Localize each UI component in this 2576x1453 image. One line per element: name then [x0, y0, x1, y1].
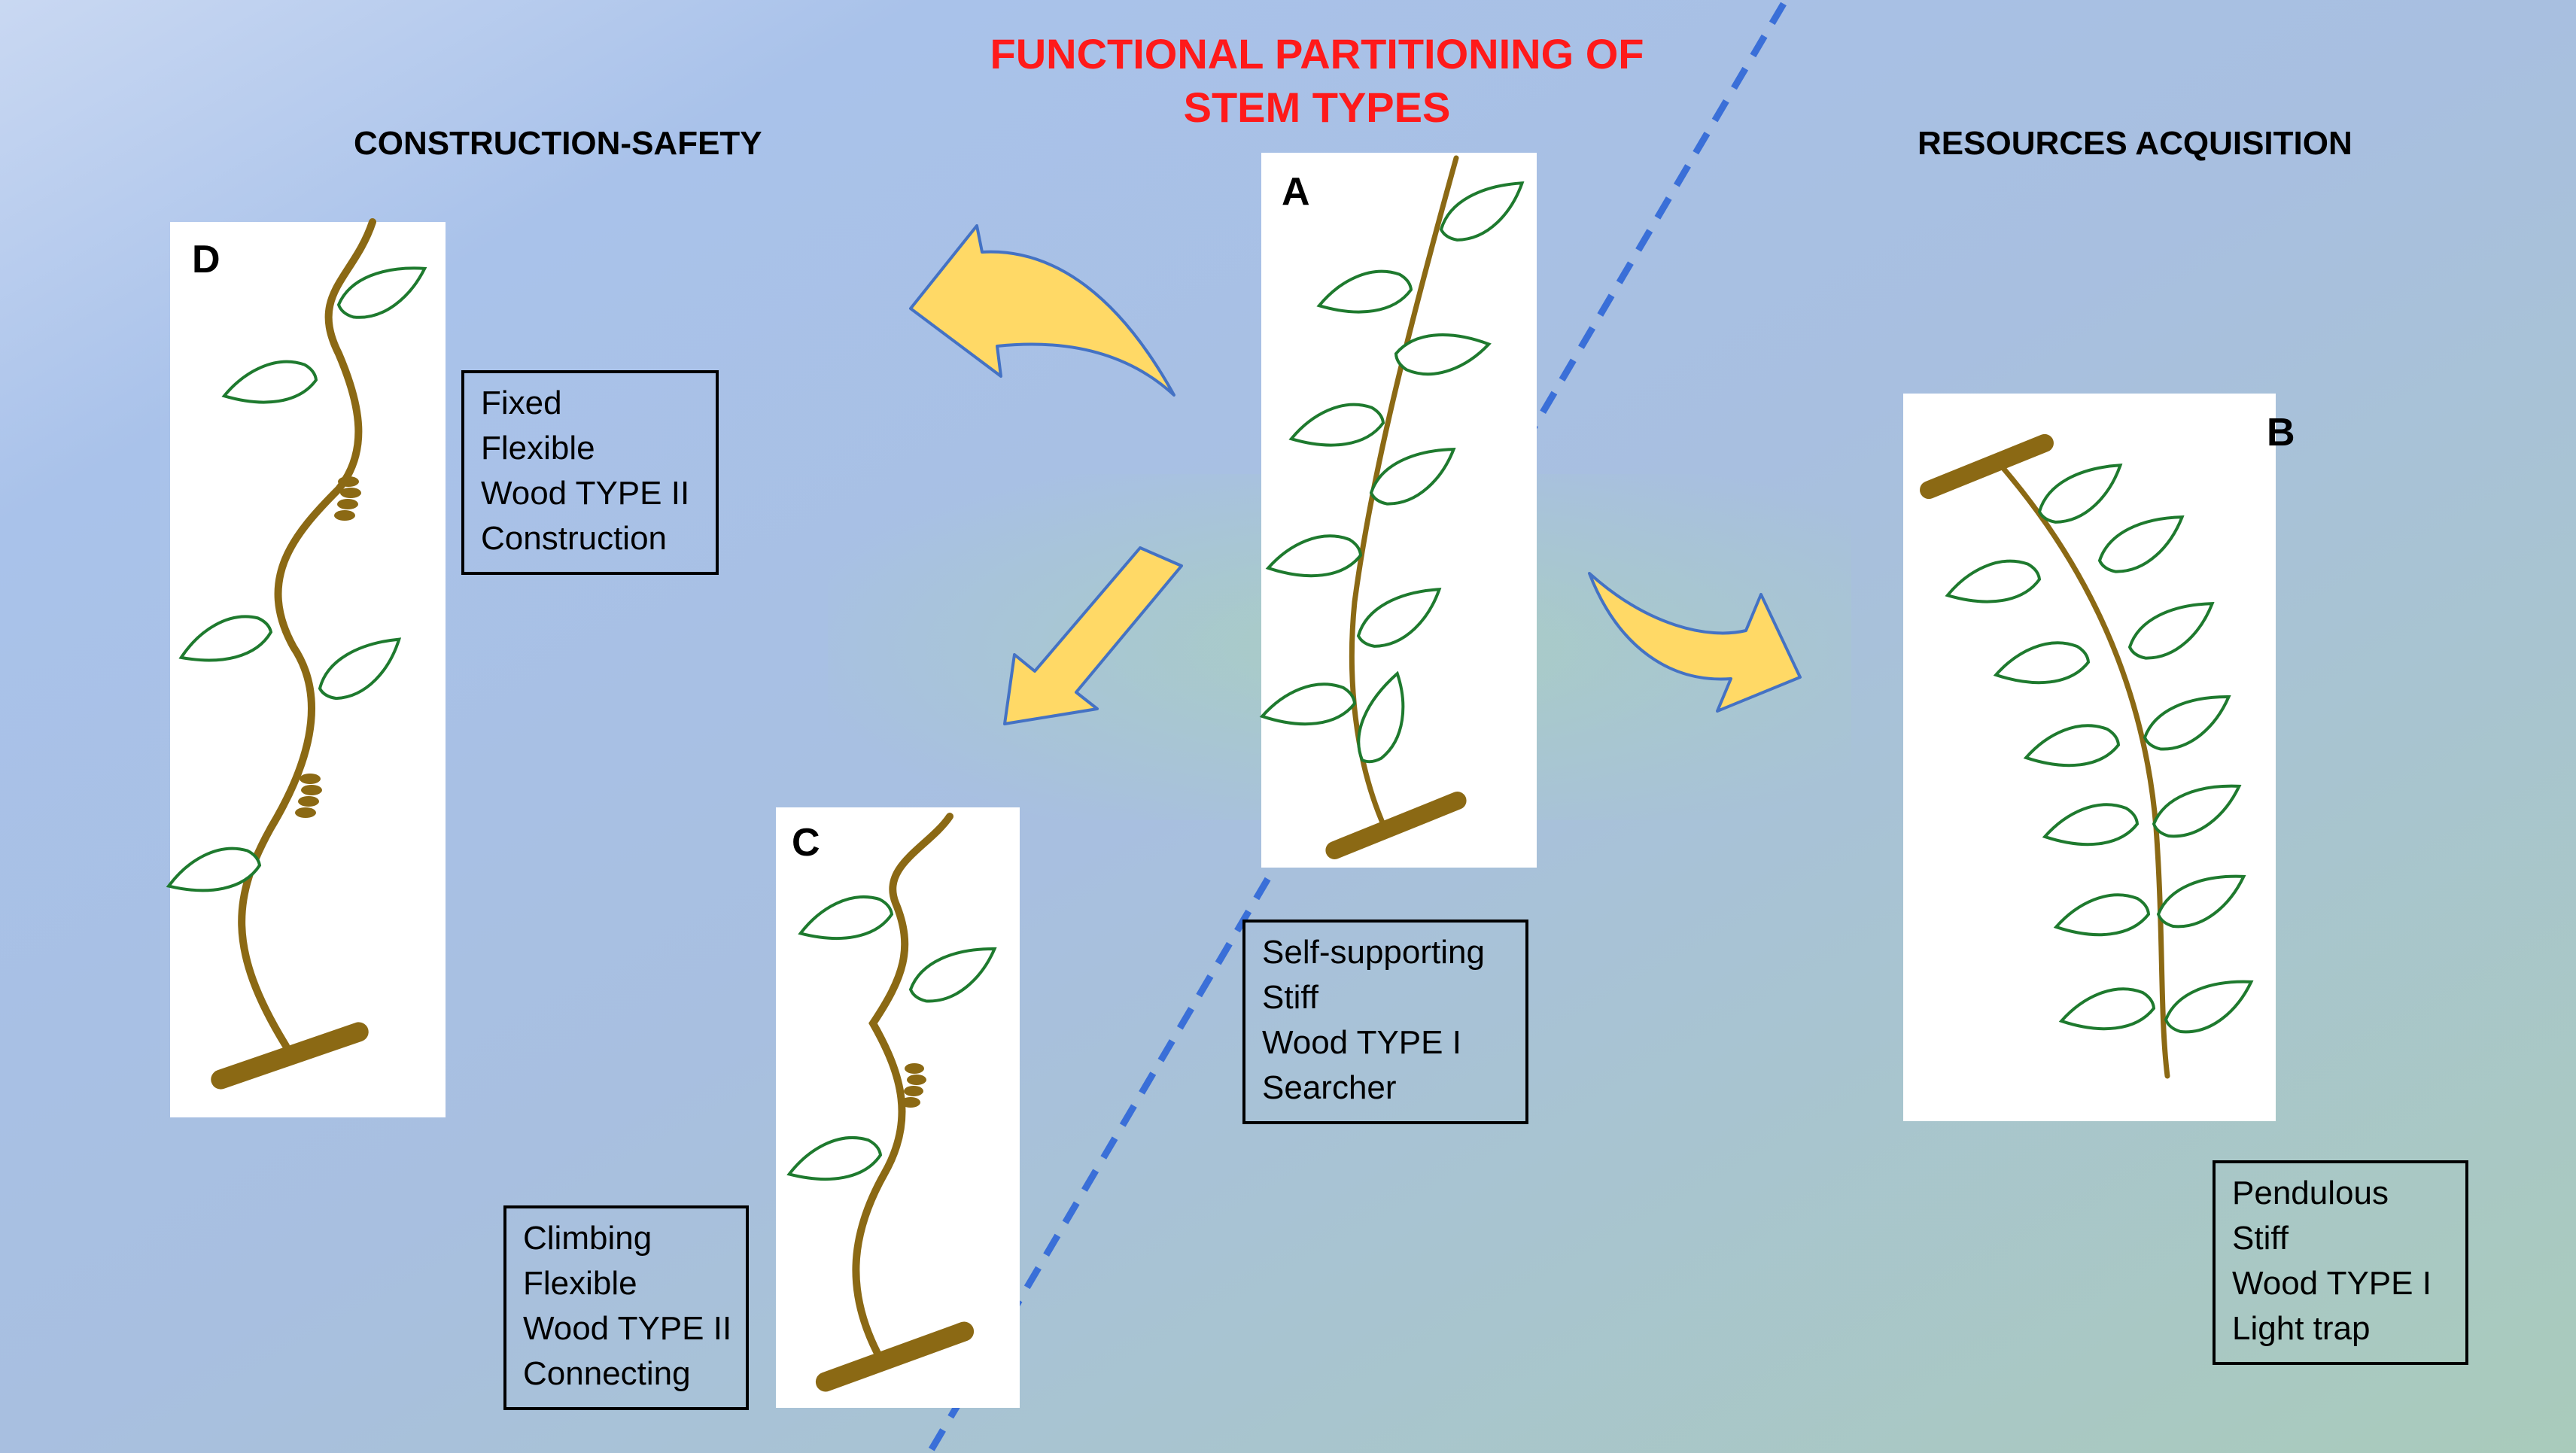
trait-B-4: Light trap: [2232, 1310, 2371, 1347]
trait-C-3: Wood TYPE II: [523, 1310, 732, 1347]
panel-B-letter: B: [2267, 411, 2295, 454]
panel-C-background: [776, 807, 1020, 1408]
trait-D-1: Fixed: [481, 385, 562, 421]
title-line-1: FUNCTIONAL PARTITIONING OF: [990, 30, 1644, 78]
trait-B-3: Wood TYPE I: [2232, 1265, 2432, 1302]
traits-box-D: Fixed Flexible Wood TYPE II Construction: [461, 370, 719, 575]
panel-D-letter: D: [192, 238, 220, 281]
arrow-to-B: [1588, 572, 1802, 713]
trait-C-1: Climbing: [523, 1220, 652, 1257]
panel-A-letter: A: [1282, 170, 1310, 214]
trait-B-1: Pendulous: [2232, 1175, 2389, 1211]
plant-D: [166, 218, 430, 1090]
trait-B-2: Stiff: [2232, 1220, 2289, 1257]
trait-A-1: Self-supporting: [1262, 934, 1485, 971]
heading-resources-acquisition: RESOURCES ACQUISITION: [1918, 125, 2352, 162]
trait-C-4: Connecting: [523, 1355, 691, 1392]
plant-C: [787, 813, 1002, 1392]
trait-A-2: Stiff: [1262, 979, 1319, 1016]
diagram-title: FUNCTIONAL PARTITIONING OF STEM TYPES: [941, 27, 1693, 134]
traits-box-B: Pendulous Stiff Wood TYPE I Light trap: [2213, 1160, 2468, 1365]
trait-D-4: Construction: [481, 520, 668, 557]
plant-A: [1260, 155, 1533, 859]
arrow-to-D: [909, 224, 1175, 397]
title-line-2: STEM TYPES: [1183, 84, 1451, 132]
trait-D-2: Flexible: [481, 430, 595, 467]
trait-A-4: Searcher: [1262, 1069, 1397, 1106]
panel-A-background: [1261, 153, 1537, 868]
traits-box-C: Climbing Flexible Wood TYPE II Connectin…: [503, 1205, 749, 1410]
trait-A-3: Wood TYPE I: [1262, 1024, 1461, 1061]
trait-D-3: Wood TYPE II: [481, 475, 690, 512]
heading-construction-safety: CONSTRUCTION-SAFETY: [354, 125, 762, 162]
arrow-to-C: [1003, 546, 1183, 725]
traits-box-A: Self-supporting Stiff Wood TYPE I Search…: [1242, 920, 1528, 1124]
trait-C-2: Flexible: [523, 1265, 637, 1302]
panel-C-letter: C: [792, 821, 820, 865]
plant-B: [1920, 433, 2258, 1079]
